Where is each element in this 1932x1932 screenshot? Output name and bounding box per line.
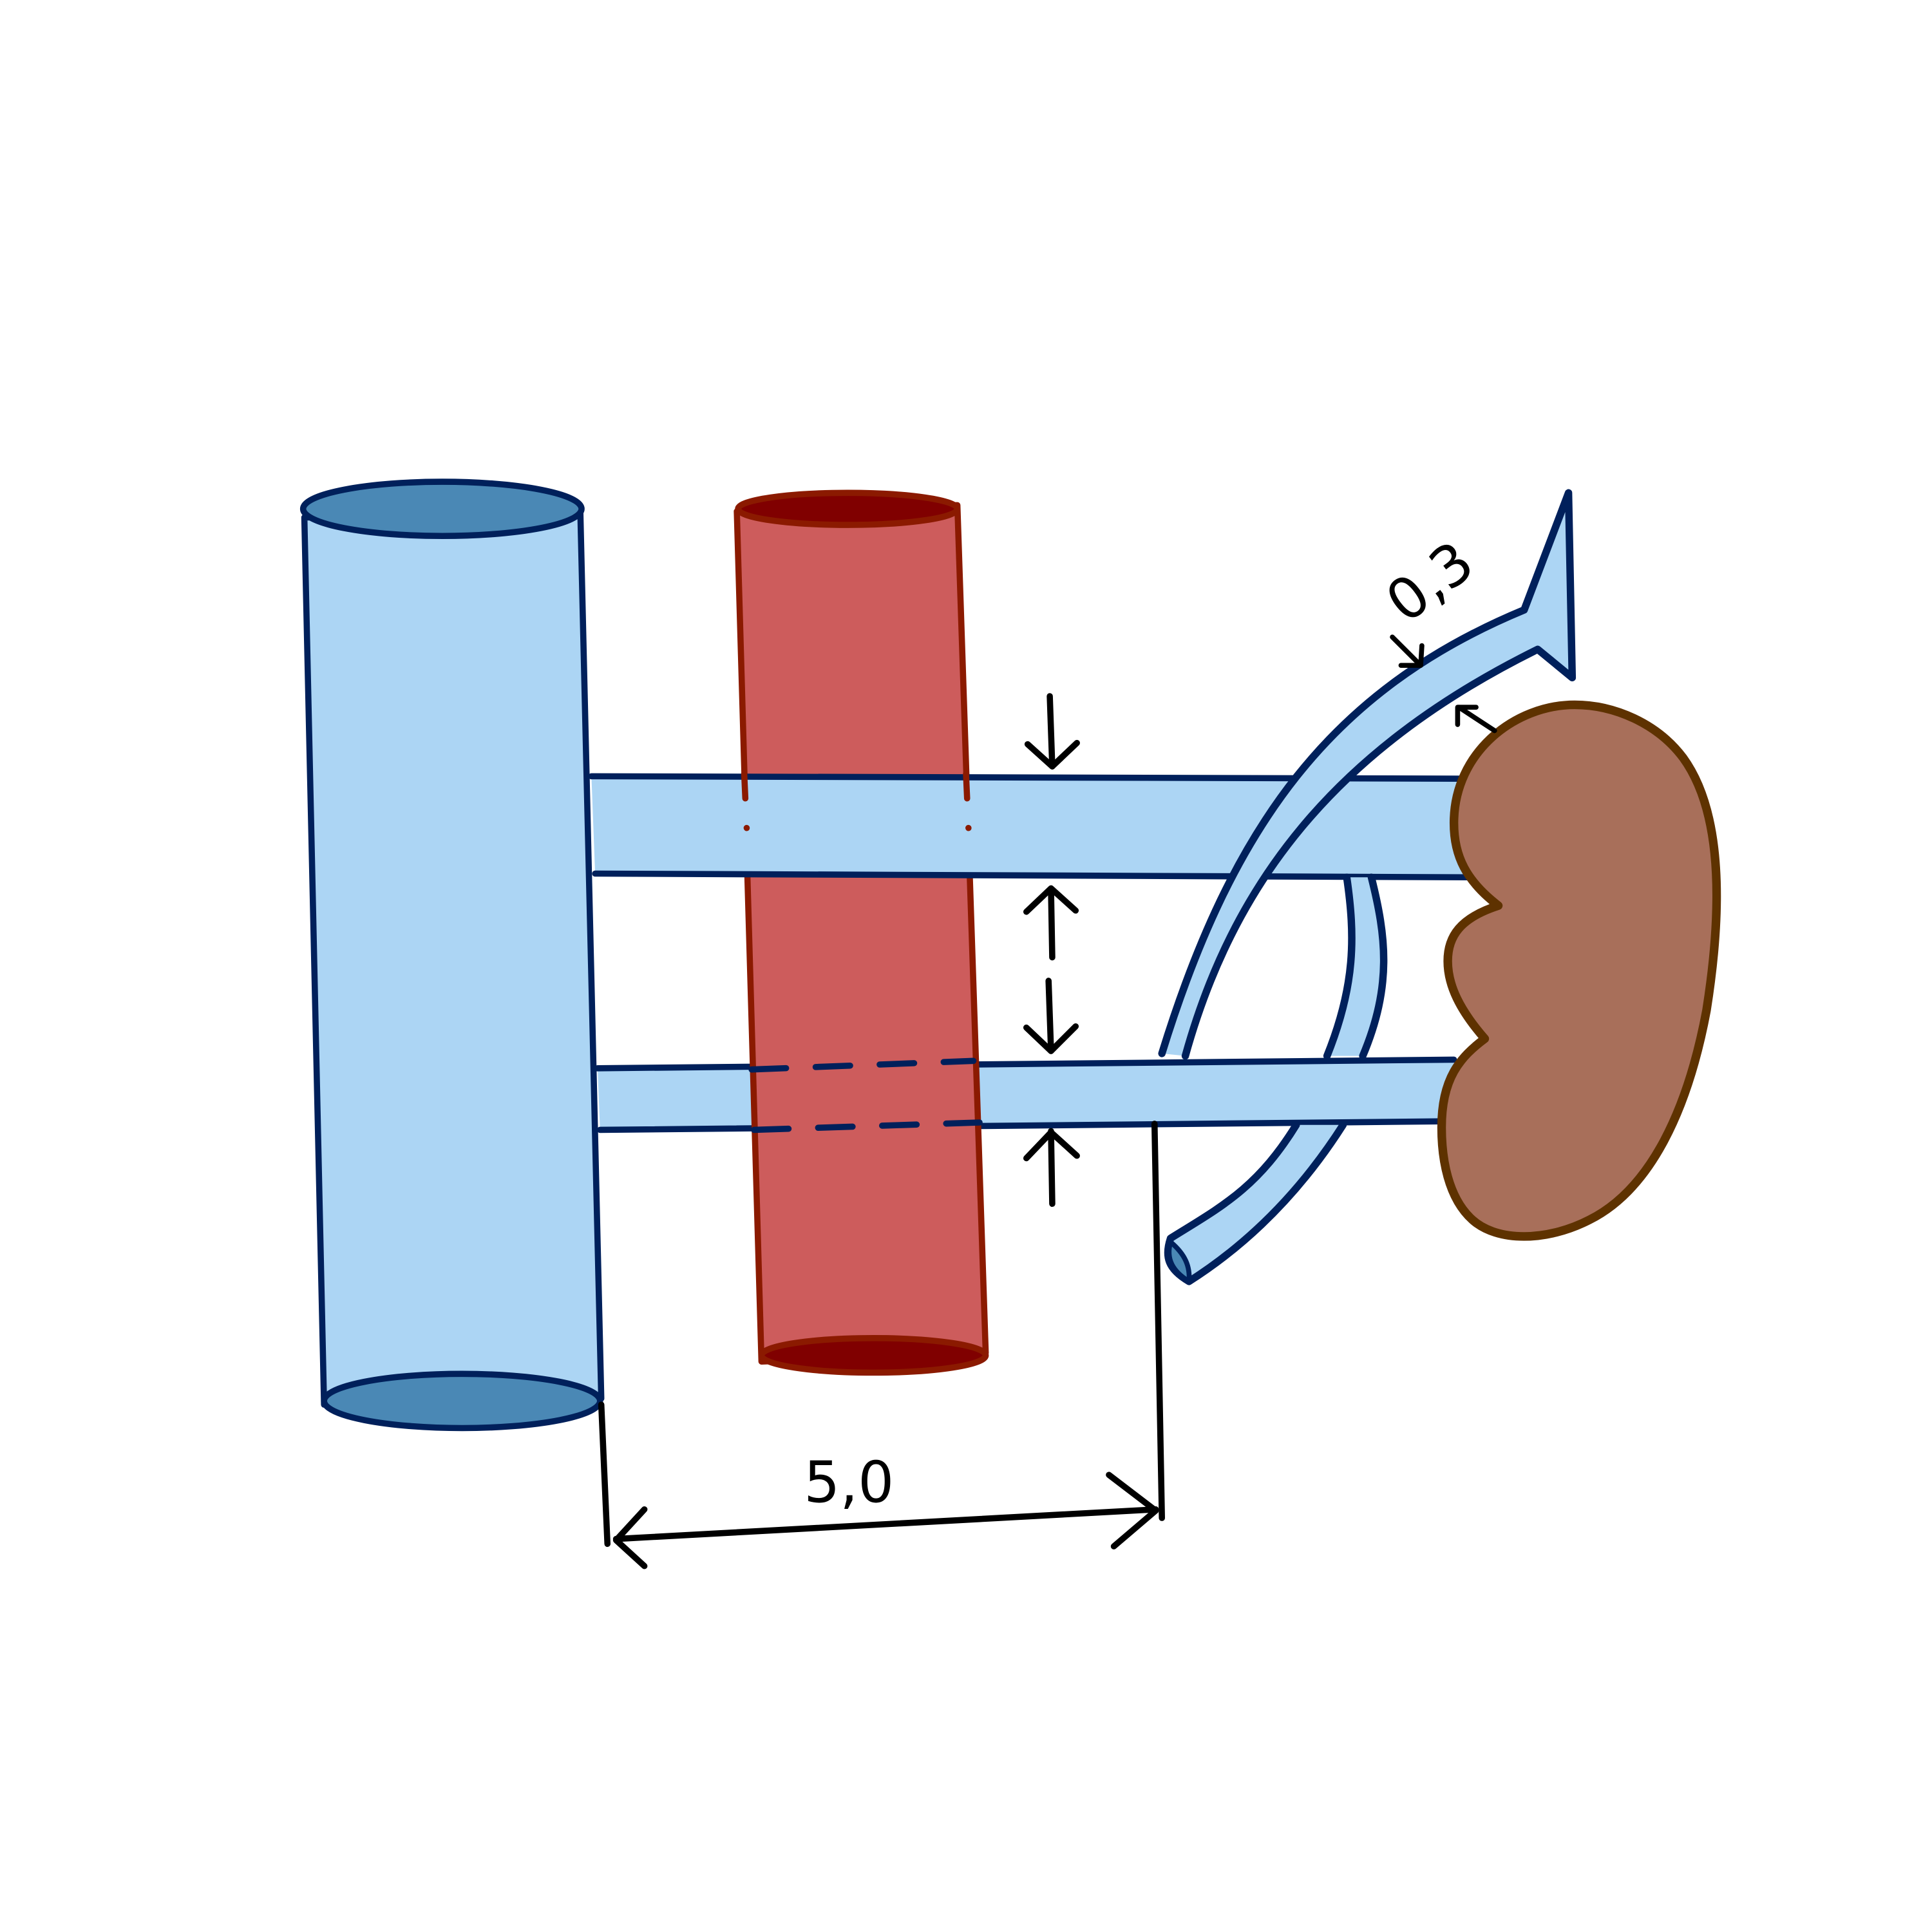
vena-cava-bottom-cap	[321, 1370, 603, 1432]
dimension-line	[612, 1506, 1159, 1542]
gap-arrows	[1023, 693, 1080, 1208]
extension-line-right	[1151, 1121, 1165, 1521]
aorta-cylinder	[734, 489, 989, 1376]
horizontal-distance-label: 5,0	[804, 1449, 894, 1515]
arrow-up-icon	[1023, 1128, 1080, 1208]
horizontal-dimension	[598, 1121, 1165, 1569]
extension-line-left	[598, 1401, 611, 1548]
arrow-up-icon	[1023, 885, 1079, 961]
aorta-bottom-cap	[758, 1335, 989, 1376]
ureter-tube	[1158, 489, 1577, 1285]
arrow-down-icon	[1024, 693, 1080, 770]
arrow-down-icon	[1023, 978, 1079, 1054]
ureter-width-arrows	[1390, 634, 1497, 734]
hidden-vessel-edges	[748, 1057, 983, 1133]
arrow-up-left-icon	[1455, 705, 1497, 734]
arrow-left-icon	[612, 1506, 648, 1569]
lower-horizontal-vessel	[594, 1056, 1457, 1133]
arrow-down-right-icon	[1390, 634, 1425, 668]
arrow-right-icon	[1106, 1472, 1159, 1549]
vena-cava-cylinder	[299, 478, 605, 1432]
ureter-width-label: 0,3	[1374, 528, 1486, 635]
vena-cava-top-cap	[299, 478, 585, 540]
aorta-top-cap	[735, 489, 961, 528]
kidney	[1437, 700, 1721, 1241]
